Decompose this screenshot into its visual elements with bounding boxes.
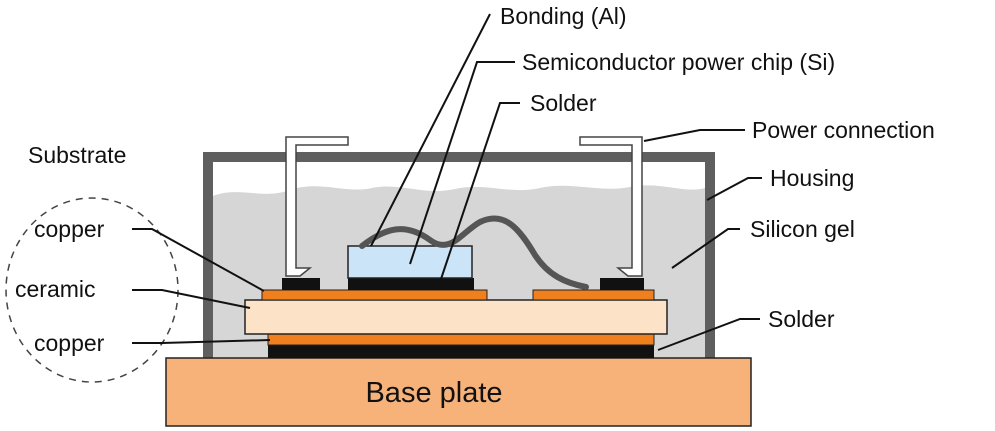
power-terminal-right bbox=[579, 136, 643, 277]
label-ceramic: ceramic bbox=[15, 276, 96, 302]
label-copper-bottom: copper bbox=[34, 330, 105, 356]
label-silicon-gel: Silicon gel bbox=[750, 216, 855, 242]
label-copper-top: copper bbox=[34, 216, 105, 242]
leader-ceramic bbox=[132, 289, 251, 309]
base-plate-label: Base plate bbox=[365, 377, 502, 409]
leader-power-connection bbox=[643, 129, 745, 142]
solder-chip-pad bbox=[348, 278, 474, 290]
base-plate bbox=[165, 357, 752, 427]
bonding-wire bbox=[359, 215, 589, 290]
substrate-highlight-circle bbox=[5, 197, 179, 383]
label-substrate: Substrate bbox=[28, 142, 126, 168]
leader-housing bbox=[706, 177, 762, 201]
label-bonding: Bonding (Al) bbox=[500, 3, 627, 29]
ceramic-layer bbox=[244, 299, 668, 335]
label-solder-bottom: Solder bbox=[768, 306, 835, 332]
label-semiconductor-chip: Semiconductor power chip (Si) bbox=[522, 49, 835, 75]
label-solder-top: Solder bbox=[530, 90, 597, 116]
copper-bottom-layer bbox=[267, 333, 655, 346]
solder-left-terminal-pad bbox=[282, 278, 320, 290]
copper-top-right-pad bbox=[532, 289, 655, 301]
solder-right-terminal-pad bbox=[600, 278, 644, 290]
leader-bonding bbox=[370, 13, 491, 247]
copper-top-left-pad bbox=[261, 289, 488, 301]
label-housing: Housing bbox=[770, 165, 854, 191]
label-power-connection: Power connection bbox=[752, 117, 935, 143]
power-terminal-left bbox=[285, 136, 349, 277]
solder-bottom-layer bbox=[268, 345, 654, 358]
leader-silicon-gel bbox=[671, 228, 740, 269]
leader-copper-top bbox=[132, 228, 265, 292]
leader-solder-bottom bbox=[657, 318, 760, 351]
leader-copper-bottom bbox=[132, 339, 271, 344]
leader-solder-top bbox=[439, 102, 520, 283]
leader-chip bbox=[409, 61, 515, 265]
